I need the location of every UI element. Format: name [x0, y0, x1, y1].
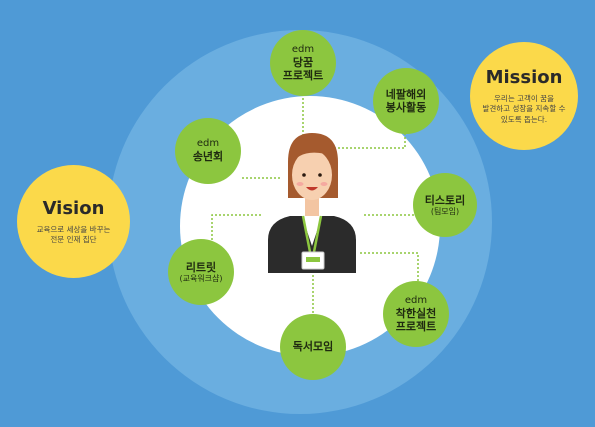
person-cheek-left: [296, 182, 304, 186]
node-retreat: 리트릿 (교육워크샵): [168, 239, 234, 305]
node-nepal-line1: 네팔해외: [385, 87, 427, 101]
node-nepal-line2: 봉사활동: [385, 101, 427, 114]
mission-desc-line2: 발견하고 성장을 지속할 수: [482, 104, 566, 114]
vision-desc-line1: 교육으로 세상을 바꾸는: [36, 224, 111, 234]
person-bangs: [291, 137, 334, 166]
mission-desc-line3: 있도록 돕는다.: [500, 114, 548, 124]
person-shirt: [302, 216, 322, 246]
vision-title: Vision: [42, 197, 105, 219]
person-illustration: [268, 133, 356, 273]
mission-desc-line1: 우리는 고객이 꿈을: [494, 94, 554, 104]
person-badge-stripe: [306, 257, 320, 262]
node-dangkkum-project: edm 당꿈 프로젝트: [270, 30, 336, 96]
node-kindness-line3: 프로젝트: [395, 320, 437, 333]
person-face: [292, 150, 332, 200]
vision-circle: Vision 교육으로 세상을 바꾸는 전문 인재 집단: [17, 165, 130, 278]
mission-circle: Mission 우리는 고객이 꿈을 발견하고 성장을 지속할 수 있도록 돕는…: [470, 42, 578, 150]
node-reading-club: 독서모임: [280, 314, 346, 380]
node-songnyeon-line2: 송년회: [192, 150, 224, 164]
person-eye-left: [302, 173, 306, 177]
vision-desc-line2: 전문 인재 집단: [50, 235, 97, 244]
node-reading-line1: 독서모임: [292, 340, 334, 354]
node-kindness-line1: edm: [404, 294, 428, 306]
person-neck: [305, 198, 319, 216]
node-kindness-line2: 착한실천: [395, 306, 437, 320]
node-tistory-line1: 티스토리: [424, 193, 466, 207]
person-lanyard: [301, 215, 323, 253]
node-tistory-team: 티스토리 (팀모임): [413, 173, 477, 237]
node-retreat-line2: (교육워크샵): [179, 273, 223, 283]
person-cheek-right: [320, 182, 328, 186]
node-retreat-line1: 리트릿: [185, 260, 217, 274]
mission-title: Mission: [485, 67, 563, 89]
person-smile: [306, 187, 318, 191]
person-eye-right: [318, 173, 322, 177]
node-nepal-volunteer: 네팔해외 봉사활동: [373, 68, 439, 134]
node-kindness-project: edm 착한실천 프로젝트: [383, 281, 449, 347]
node-dangkkum-line3: 프로젝트: [282, 69, 324, 82]
node-tistory-line2: (팀모임): [430, 206, 460, 216]
connector-nepal: [330, 125, 406, 149]
node-dangkkum-line1: edm: [291, 43, 315, 55]
node-year-end-party: edm 송년회: [175, 118, 241, 184]
node-songnyeon-line1: edm: [196, 138, 220, 150]
connector-kindness: [358, 252, 419, 285]
node-dangkkum-line2: 당꿈: [292, 55, 314, 69]
